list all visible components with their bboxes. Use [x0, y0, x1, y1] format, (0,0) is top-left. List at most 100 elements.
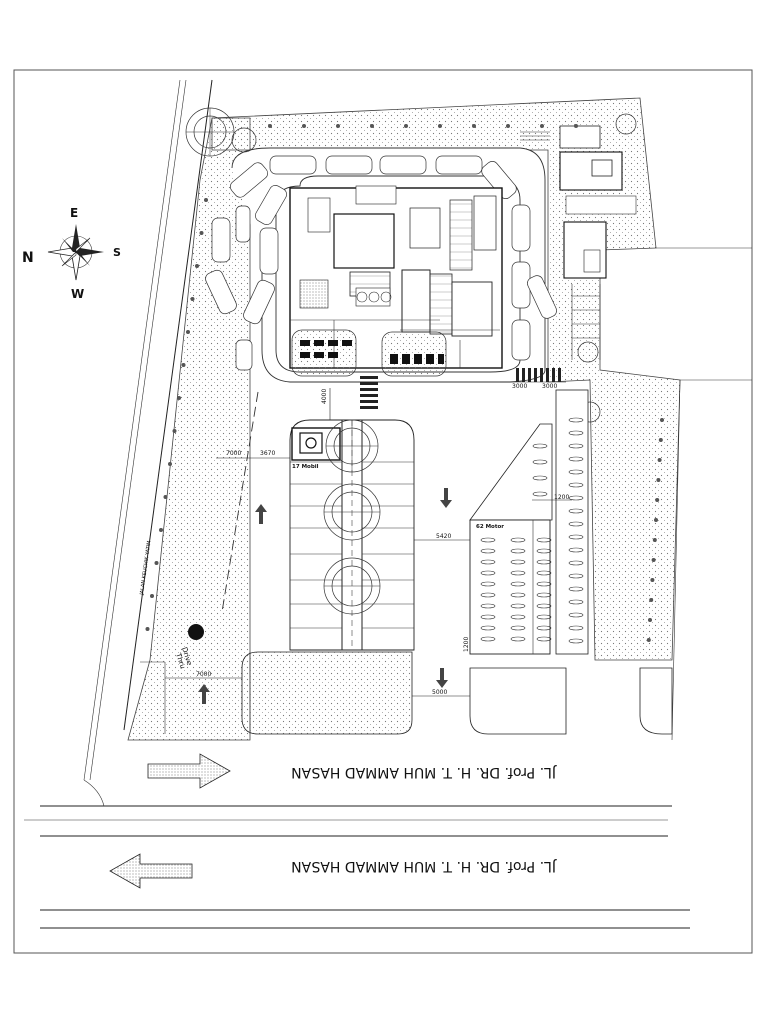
motorcycle-bay [510, 625, 526, 631]
direction-arrow-right [147, 753, 231, 789]
motorcycle-bay [568, 534, 584, 540]
motorcycle-bay [480, 625, 496, 631]
boundary-tree [154, 561, 159, 565]
motorcycle-bay [532, 443, 548, 449]
motorcycle-bay [568, 547, 584, 553]
boundary-tree [199, 231, 204, 235]
boundary-tree [654, 518, 658, 522]
boundary-tree [655, 498, 660, 502]
motorcycle-bay [568, 521, 584, 527]
parked-cars [205, 155, 557, 371]
outdoor-seating [291, 329, 447, 377]
dim-3000-b: 3000 [542, 383, 557, 390]
compass-south: S [113, 246, 121, 259]
motorcycle-bay [510, 636, 526, 642]
motorcycle-bay [510, 537, 526, 543]
motorcycle-bay [480, 592, 496, 598]
motorcycle-bay [480, 559, 496, 565]
car-parking-block: 17 Mobil [289, 419, 415, 651]
motorcycle-bay [536, 570, 552, 576]
street-name-upper: JL. Prof. DR. H. T. MUH AMMAD HASAN [291, 764, 557, 780]
motorcycle-bay [480, 537, 496, 543]
motorcycle-bay [536, 537, 552, 543]
motor-parking-block: 62 Motor [469, 389, 589, 655]
compass-rose: E S W N [22, 206, 121, 301]
boundary-tree [172, 429, 177, 433]
motorcycle-bay [532, 491, 548, 497]
boundary-tree [302, 124, 306, 128]
dim-1200-b: 1200 [463, 637, 470, 652]
car-parking-label: 17 Mobil [292, 464, 319, 470]
boundary-tree [404, 124, 408, 128]
dim-7000-left: 7000 [226, 450, 241, 457]
motorcycle-bay [480, 581, 496, 587]
side-street: JALAN KEUCHIK YATIM [83, 79, 213, 781]
motorcycle-bay [568, 560, 584, 566]
main-road: JL. Prof. DR. H. T. MUH AMMAD HASAN JL. … [24, 753, 690, 929]
dim-3000-a: 3000 [512, 383, 527, 390]
direction-arrow-left [109, 853, 193, 889]
drawing-frame [13, 69, 753, 954]
boundary-tree [649, 598, 654, 602]
compass-west: W [71, 287, 84, 301]
boundary-tree [658, 438, 663, 442]
entrance-islands [140, 651, 673, 735]
dimension-lines [165, 381, 572, 697]
motorcycle-bay [568, 482, 584, 488]
street-name-lower: JL. Prof. DR. H. T. MUH AMMAD HASAN [291, 858, 557, 874]
boundary-tree [438, 124, 442, 128]
boundary-tree [150, 594, 154, 598]
motorcycle-bay [568, 495, 584, 501]
motorcycle-bay [536, 559, 552, 565]
motorcycle-bay [480, 603, 496, 609]
boundary-tree [186, 330, 190, 334]
boundary-tree [190, 297, 195, 301]
boundary-tree [268, 124, 272, 128]
motorcycle-bay [536, 614, 552, 620]
boundary-tree [159, 528, 163, 532]
motorcycle-bay [568, 417, 584, 423]
motorcycle-bay [568, 586, 584, 592]
zebra-crossing [360, 368, 561, 409]
motorcycle-bay [510, 570, 526, 576]
motorcycle-bay [568, 599, 584, 605]
boundary-tree [650, 578, 655, 582]
motorcycle-bay [532, 459, 548, 465]
motor-parking-label: 62 Motor [476, 524, 504, 530]
motorcycle-bay [510, 548, 526, 554]
motorcycle-bay [480, 570, 496, 576]
dimension-labels: 7000 3670 5420 7000 5000 3000 3000 1200 … [196, 383, 569, 696]
dim-5420: 5420 [436, 533, 451, 540]
motorcycle-bay [568, 430, 584, 436]
boundary-tree [652, 538, 657, 542]
dim-4000: 4000 [321, 389, 328, 404]
trees [185, 107, 637, 615]
boundary-tree [656, 478, 661, 482]
boundary-tree [181, 363, 186, 367]
motorcycle-bay [510, 581, 526, 587]
dim-3670: 3670 [260, 450, 275, 457]
motorcycle-bay [536, 548, 552, 554]
boundary-tree [506, 124, 510, 128]
boundary-tree [168, 462, 172, 466]
traffic-arrows [198, 488, 452, 704]
compass-east: E [70, 206, 78, 220]
compass-north: N [22, 250, 34, 266]
boundary-tree [163, 495, 168, 499]
side-motor-strip [571, 284, 601, 360]
service-building [520, 125, 637, 279]
boundary-trees [145, 124, 664, 642]
boundary-tree [646, 638, 651, 642]
boundary-tree [195, 264, 199, 268]
boundary-tree [336, 124, 340, 128]
dim-5000: 5000 [432, 689, 447, 696]
motorcycle-bay [568, 456, 584, 462]
boundary-tree [540, 124, 544, 128]
boundary-tree [648, 618, 652, 622]
motorcycle-bay [532, 475, 548, 481]
motorcycle-bay [568, 612, 584, 618]
motorcycle-bay [568, 443, 584, 449]
motorcycle-bay [568, 508, 584, 514]
boundary-tree [660, 418, 664, 422]
